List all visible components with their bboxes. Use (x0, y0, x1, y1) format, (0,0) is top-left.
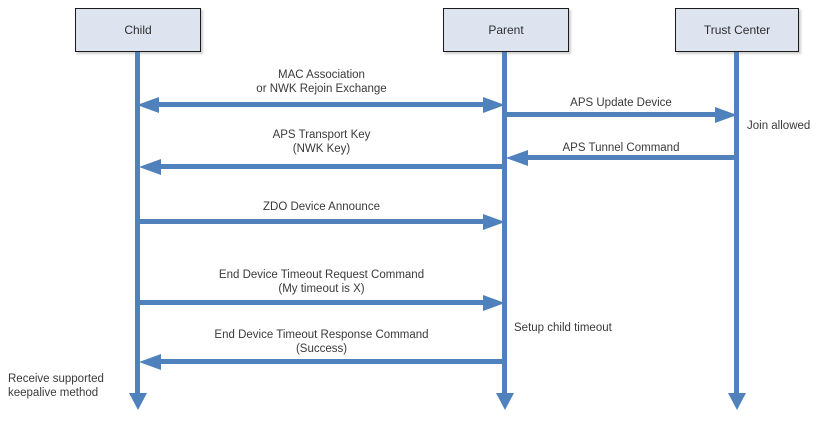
arrow-zdo-device-announce (139, 219, 487, 224)
lifeline-trust-center-arrowhead-down-icon (728, 393, 746, 410)
actor-label-child: Child (124, 23, 152, 37)
arrowhead-left-icon (137, 97, 159, 113)
actor-label-parent: Parent (488, 23, 524, 37)
message-label-line1: End Device Timeout Response Command (214, 329, 429, 341)
message-label-line1: APS Transport Key (272, 129, 371, 141)
message-label-line2: or NWK Rejoin Exchange (256, 83, 387, 95)
arrowhead-right-icon (483, 295, 505, 311)
arrow-aps-update-device (506, 112, 719, 117)
arrow-aps-tunnel-command (524, 155, 737, 160)
message-label-mac-association: MAC Association or NWK Rejoin Exchange (138, 68, 505, 96)
message-label-timeout-request: End Device Timeout Request Command (My t… (138, 268, 505, 296)
message-label-line1: APS Tunnel Command (562, 142, 680, 154)
arrowhead-right-icon (715, 107, 737, 123)
note-setup-child-timeout: Setup child timeout (514, 322, 612, 334)
message-label-line1: MAC Association (278, 69, 365, 81)
lifeline-parent-arrowhead-down-icon (496, 393, 514, 410)
message-label-timeout-response: End Device Timeout Response Command (Suc… (138, 328, 505, 356)
arrow-timeout-request (139, 300, 487, 305)
arrow-timeout-response (157, 359, 503, 364)
arrowhead-left-icon (139, 354, 161, 370)
arrow-aps-transport-key (157, 164, 503, 169)
message-label-line2: (NWK Key) (292, 143, 351, 155)
message-label-line2: (My timeout is X) (278, 283, 365, 295)
actor-label-trust-center: Trust Center (703, 23, 771, 37)
message-label-line2: (Success) (295, 343, 348, 355)
message-label-aps-tunnel-command: APS Tunnel Command (505, 141, 737, 155)
arrowhead-right-icon (483, 214, 505, 230)
lifeline-child-arrowhead-down-icon (129, 393, 147, 410)
lifeline-child (135, 52, 140, 393)
arrow-mac-association (155, 102, 487, 107)
actor-box-child: Child (75, 8, 201, 52)
lifeline-trust-center (734, 52, 739, 393)
actor-box-parent: Parent (443, 8, 569, 52)
actor-box-trust-center: Trust Center (675, 8, 799, 52)
note-join-allowed: Join allowed (747, 120, 811, 132)
arrowhead-left-icon (139, 159, 161, 175)
arrowhead-right-icon (483, 97, 505, 113)
message-label-line1: End Device Timeout Request Command (218, 269, 425, 281)
message-label-aps-transport-key: APS Transport Key (NWK Key) (138, 128, 505, 156)
message-label-line1: APS Update Device (570, 97, 672, 109)
note-receive-keepalive: Receive supported keepalive method (8, 373, 104, 399)
message-label-aps-update-device: APS Update Device (505, 96, 737, 110)
message-label-zdo-device-announce: ZDO Device Announce (138, 200, 505, 214)
message-label-line1: ZDO Device Announce (263, 201, 380, 213)
arrowhead-left-icon (506, 150, 528, 166)
